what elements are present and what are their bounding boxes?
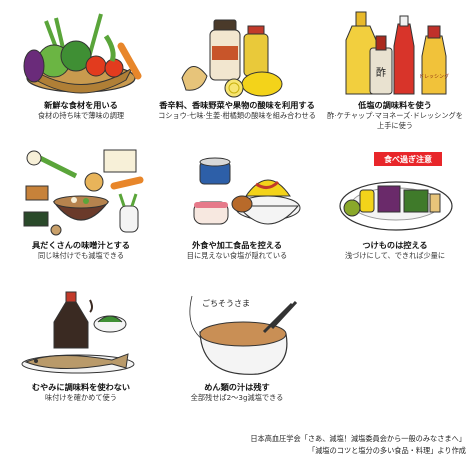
tip-desc: 食材の持ち味で薄味の調理 [37, 111, 125, 120]
tip-title: 具だくさんの味噌汁とする [31, 240, 130, 250]
tip-title: めん類の汁は残す [204, 382, 270, 392]
tip-spices-acidity: 香辛料、香味野菜や果物の酸味を利用する コショウ·七味·生姜·柑橘類の酸味を組み… [158, 6, 316, 121]
tip-desc: 浅づけにして、できれば少量に [344, 251, 446, 260]
tip-limit-pickles: 食べ過ぎ注意 つけものは控える 浅づけにして、できれば少量に [316, 146, 474, 261]
tip-fresh-ingredients: 新鮮な食材を用いる 食材の持ち味で薄味の調理 [2, 6, 160, 121]
tip-avoid-eating-out: 外食や加工食品を控える 目に見えない食塩が隠れている [158, 146, 316, 261]
noodle-bowl-icon: ごちそうさま [189, 295, 298, 375]
tip-low-salt-seasonings: 酢 ドレッシング 低塩の調味料を使う 酢·ケチャップ·マヨネーズ·ドレッシングを… [316, 6, 474, 131]
tip-title: 低塩の調味料を使う [358, 100, 432, 110]
tip-desc: 目に見えない食塩が隠れている [186, 251, 288, 260]
tip-title: 新鮮な食材を用いる [44, 100, 118, 110]
tip-title: 香辛料、香味野菜や果物の酸味を利用する [159, 100, 315, 110]
tip-desc: 味付けを確かめて使う [45, 393, 117, 402]
pickles-plate-icon: 食べ過ぎ注意 [339, 152, 453, 231]
omurice-processed-food-icon [193, 157, 301, 225]
tip-careful-seasoning: むやみに調味料を使わない 味付けを確かめて使う [2, 288, 160, 403]
soy-sauce-fish-icon [21, 291, 135, 374]
tip-desc: 上手に使う [377, 121, 413, 130]
speech-bubble-text: ごちそうさま [202, 298, 250, 308]
speech-bubble-text: ごちそうさま [202, 298, 250, 308]
tip-title: むやみに調味料を使わない [31, 382, 131, 392]
tip-title: つけものは控える [362, 240, 428, 250]
tip-desc: 同じ味付けでも減塩できる [37, 251, 125, 260]
spice-lemon-icon [181, 19, 283, 98]
tip-desc: 全部残せば2〜3g減塩できる [190, 393, 284, 402]
tip-hearty-miso-soup: 具だくさんの味噌汁とする 同じ味付けでも減塩できる [2, 146, 160, 261]
miso-soup-ingredients-icon [23, 149, 144, 236]
tip-desc: 酢·ケチャップ·マヨネーズ·ドレッシングを [327, 111, 463, 120]
tip-title: 外食や加工食品を控える [192, 240, 282, 250]
warning-badge: 食べ過ぎ注意 [384, 154, 432, 164]
vegetable-basket-icon [23, 13, 142, 94]
source-line-1: 日本高血圧学会「さあ、減塩！減塩委員会から一般のみなさまへ」 [250, 434, 466, 443]
seasoning-bottles-icon: 酢 ドレッシング [345, 11, 449, 95]
tip-desc: コショウ·七味·生姜·柑橘類の酸味を組み合わせる [158, 111, 316, 120]
vinegar-label: 酢 [376, 66, 386, 79]
tip-leave-noodle-broth: ごちそうさま めん類の汁は残す 全部残せば2〜3g減塩できる [158, 288, 316, 403]
dressing-label: ドレッシング [419, 73, 449, 80]
source-line-2: 「減塩のコツと塩分の多い食品・料理」より作成 [308, 446, 466, 455]
